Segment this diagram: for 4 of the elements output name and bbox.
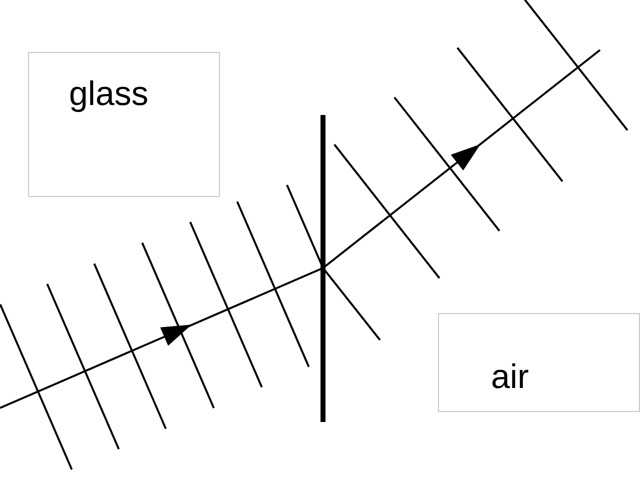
label-card — [28, 52, 220, 197]
label-card — [438, 313, 640, 412]
medium-label: air — [491, 358, 529, 397]
medium-label: glass — [69, 75, 148, 114]
